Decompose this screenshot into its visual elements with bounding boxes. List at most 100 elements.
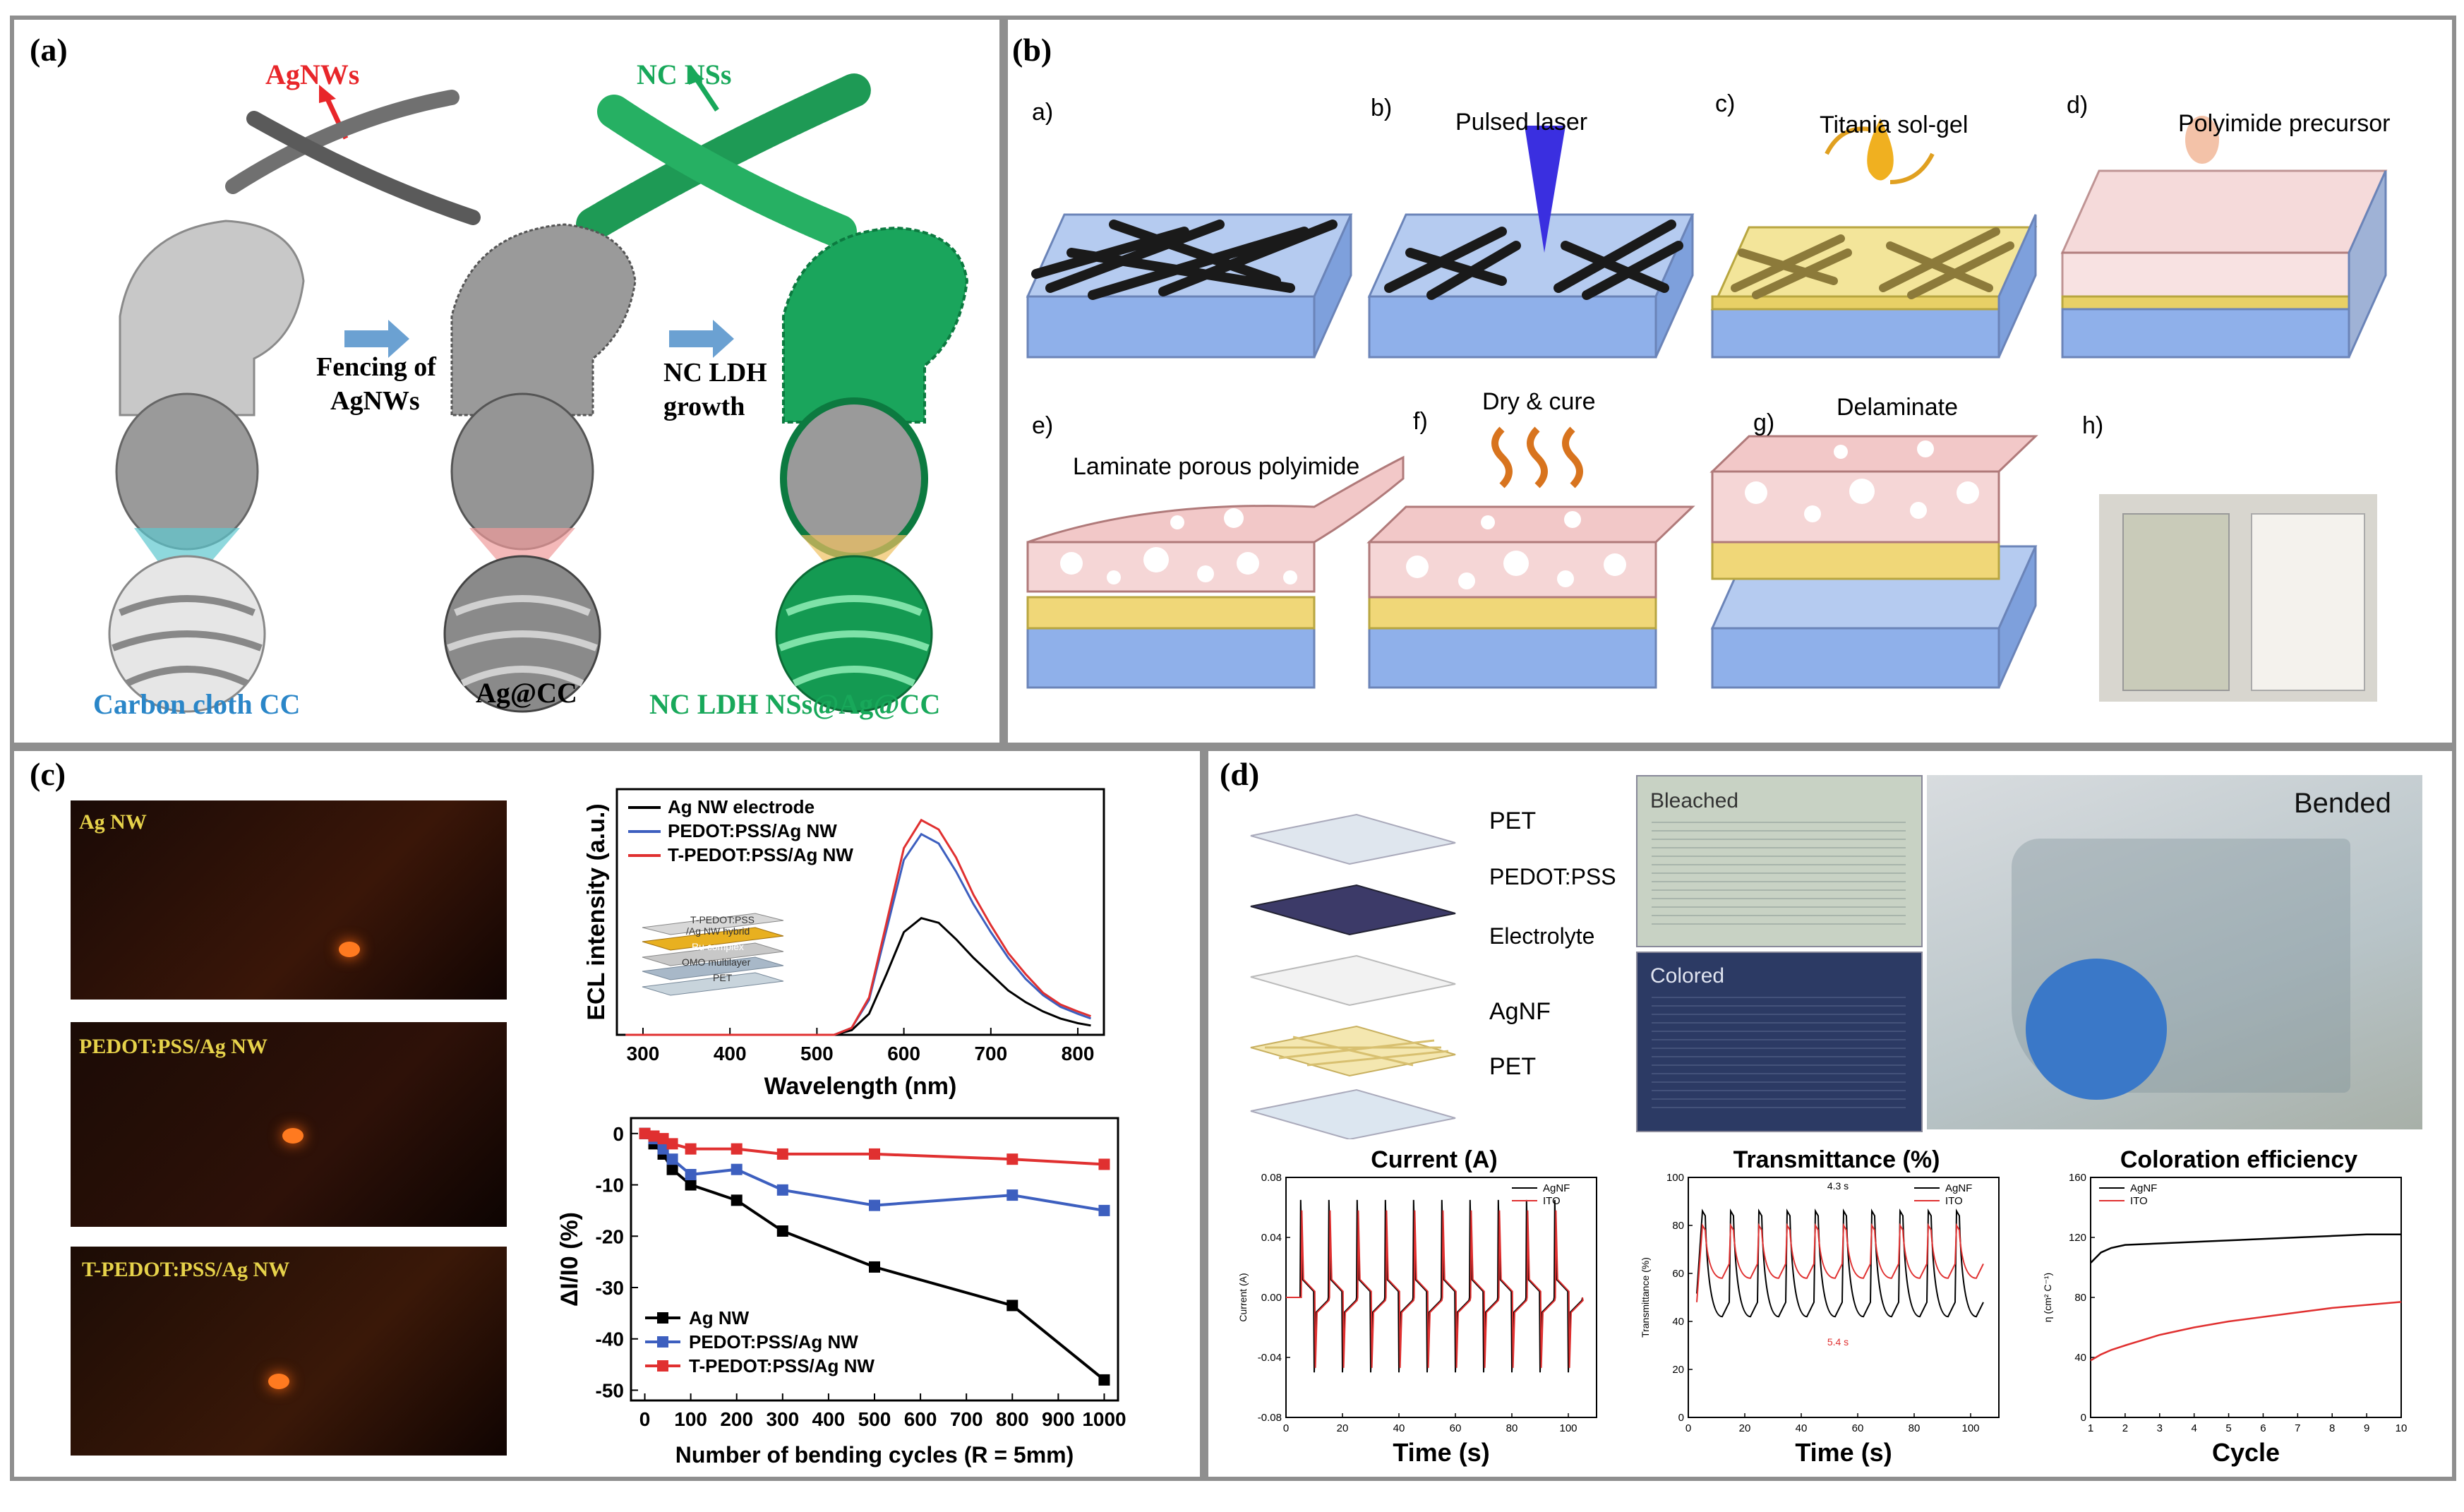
- step2-label-line2: growth: [663, 392, 745, 421]
- ecl-legend-label: Ag NW electrode: [668, 796, 815, 817]
- bend-data-point: [731, 1143, 743, 1155]
- device-stack-inset: T-PEDOT:PSS /Ag NW hybrid Ru complex OMO…: [642, 913, 784, 996]
- tra-annotation: 5.4 s: [1827, 1336, 1849, 1348]
- woven-cloth-icon: [108, 555, 266, 713]
- process-arrow-icon: [669, 320, 734, 358]
- step-b-text: Pulsed laser: [1455, 109, 1588, 136]
- col-series-line: [2090, 1301, 2402, 1362]
- bend-legend-marker: [657, 1336, 668, 1348]
- col-x-tick-label: 7: [2295, 1422, 2300, 1434]
- agnws-label: AgNWs: [265, 59, 360, 90]
- tra-series-line: [1696, 1208, 1984, 1318]
- col-x-tick-label: 4: [2191, 1422, 2196, 1434]
- inset-layer-4: OMO multilayer: [682, 956, 751, 968]
- bend-legend-label: PEDOT:PSS/Ag NW: [689, 1331, 858, 1352]
- photo-pedot-ag-nw: PEDOT:PSS/Ag NW: [71, 1022, 507, 1227]
- bend-x-tick-label: 500: [858, 1408, 891, 1430]
- bend-series-line: [644, 1132, 1105, 1212]
- ecl-legend-label: T-PEDOT:PSS/Ag NW: [668, 844, 853, 865]
- bend-data-point: [1006, 1153, 1018, 1165]
- ncnss-pointer-icon: [687, 66, 719, 112]
- bend-legend-label: T-PEDOT:PSS/Ag NW: [689, 1355, 875, 1376]
- cur-x-tick-label: 0: [1283, 1422, 1289, 1434]
- stack-label-electrolyte: Electrolyte: [1489, 923, 1595, 949]
- substrate-b: [1367, 126, 1695, 359]
- bend-y-tick-label: 0: [613, 1123, 624, 1145]
- bend-data-point: [685, 1169, 697, 1180]
- col-legend-label: AgNF: [2130, 1182, 2157, 1194]
- cur-legend-label: ITO: [1543, 1195, 1561, 1207]
- inset-layer-3: Ru complex: [692, 941, 744, 952]
- panel-c: (c) Ag NW PEDOT:PSS/Ag NW T-PEDOT:PSS/Ag…: [10, 747, 1204, 1481]
- panel-b: (b): [1004, 16, 2456, 747]
- tra-legend-label: AgNF: [1945, 1182, 1972, 1194]
- woven-ldh-cloth-icon: [775, 555, 933, 713]
- caption-ag-cc: Ag@CC: [476, 677, 577, 709]
- silver-nanowire-icon: [225, 90, 481, 225]
- panel-a: (a) AgNWs NC NSs: [10, 16, 1004, 747]
- bend-x-tick-label: 100: [674, 1408, 707, 1430]
- step-b-id: b): [1371, 95, 1393, 121]
- col-x-tick-label: 5: [2225, 1422, 2231, 1434]
- bend-data-point: [1006, 1300, 1018, 1312]
- ldh-coated-fiber-icon: [780, 226, 969, 584]
- bend-data-point: [731, 1163, 743, 1175]
- tra-y-tick-label: 40: [1672, 1316, 1684, 1328]
- col-y-tick-label: 160: [2069, 1172, 2086, 1184]
- step-e-id: e): [1032, 412, 1054, 439]
- bend-data-point: [666, 1153, 678, 1165]
- bend-x-tick-label: 400: [812, 1408, 846, 1430]
- step-g-text: Delaminate: [1837, 394, 1958, 421]
- col-y-tick-label: 80: [2074, 1292, 2086, 1304]
- cur-x-tick-label: 60: [1450, 1422, 1462, 1434]
- step-c-text: Titania sol-gel: [1820, 112, 1969, 138]
- photo-pedot-ag-nw-label: PEDOT:PSS/Ag NW: [79, 1035, 268, 1058]
- bend-x-tick-label: 900: [1042, 1408, 1075, 1430]
- tra-annotation: 4.3 s: [1827, 1180, 1849, 1192]
- panel-d: (d) PET PEDOT:PSS Electrolyte AgNF PET B…: [1204, 747, 2456, 1481]
- cur-y-tick-label: 0.00: [1261, 1292, 1282, 1304]
- film-photo: [2099, 494, 2377, 702]
- stack-label-agnf: AgNF: [1489, 998, 1551, 1025]
- text-grid: [1652, 819, 1906, 932]
- tra-y-tick-label: 20: [1672, 1364, 1684, 1376]
- tra-x-axis-label: Time (s): [1795, 1438, 1892, 1467]
- bend-data-point: [776, 1184, 788, 1196]
- bend-data-point: [869, 1148, 880, 1160]
- device-stack-diagram: [1250, 813, 1456, 1139]
- bend-x-tick-label: 300: [766, 1408, 799, 1430]
- tra-legend-label: ITO: [1945, 1195, 1963, 1207]
- cur-x-tick-label: 80: [1506, 1422, 1518, 1434]
- col-x-tick-label: 8: [2329, 1422, 2335, 1434]
- col-legend-label: ITO: [2130, 1195, 2148, 1207]
- ecl-x-tick-label: 800: [1062, 1043, 1095, 1064]
- tra-x-tick-label: 0: [1685, 1422, 1691, 1434]
- step-h-id: h): [2082, 412, 2104, 439]
- col-y-tick-label: 40: [2074, 1352, 2086, 1364]
- bend-y-axis-label: ΔI/I0 (%): [556, 1212, 583, 1307]
- bend-data-point: [731, 1194, 743, 1206]
- ecl-plot-frame: [615, 788, 1105, 1036]
- substrate-a: [1026, 213, 1353, 359]
- col-title: Coloration efficiency: [2120, 1146, 2357, 1173]
- substrate-g: [1709, 435, 2038, 689]
- bend-data-point: [776, 1225, 788, 1237]
- cur-y-tick-label: -0.08: [1258, 1412, 1282, 1424]
- step1-label-line1: Fencing of: [316, 352, 436, 382]
- bend-y-tick-label: -20: [596, 1225, 624, 1247]
- panel-c-label: (c): [30, 756, 66, 792]
- step-c-id: c): [1715, 90, 1736, 117]
- transmittance-chart: Transmittance (%)Time (s)Transmittance (…: [1640, 1146, 2000, 1467]
- photo-bleached: Bleached: [1636, 775, 1923, 947]
- panel-a-label: (a): [30, 32, 68, 68]
- bend-data-point: [1098, 1158, 1110, 1170]
- stack-label-pedot: PEDOT:PSS: [1489, 864, 1616, 889]
- tra-plot-frame: [1688, 1177, 2000, 1418]
- col-plot-frame: [2090, 1177, 2402, 1418]
- ecl-legend-label: PEDOT:PSS/Ag NW: [668, 820, 837, 841]
- col-x-tick-label: 3: [2157, 1422, 2163, 1434]
- ecl-x-tick-label: 400: [714, 1043, 747, 1064]
